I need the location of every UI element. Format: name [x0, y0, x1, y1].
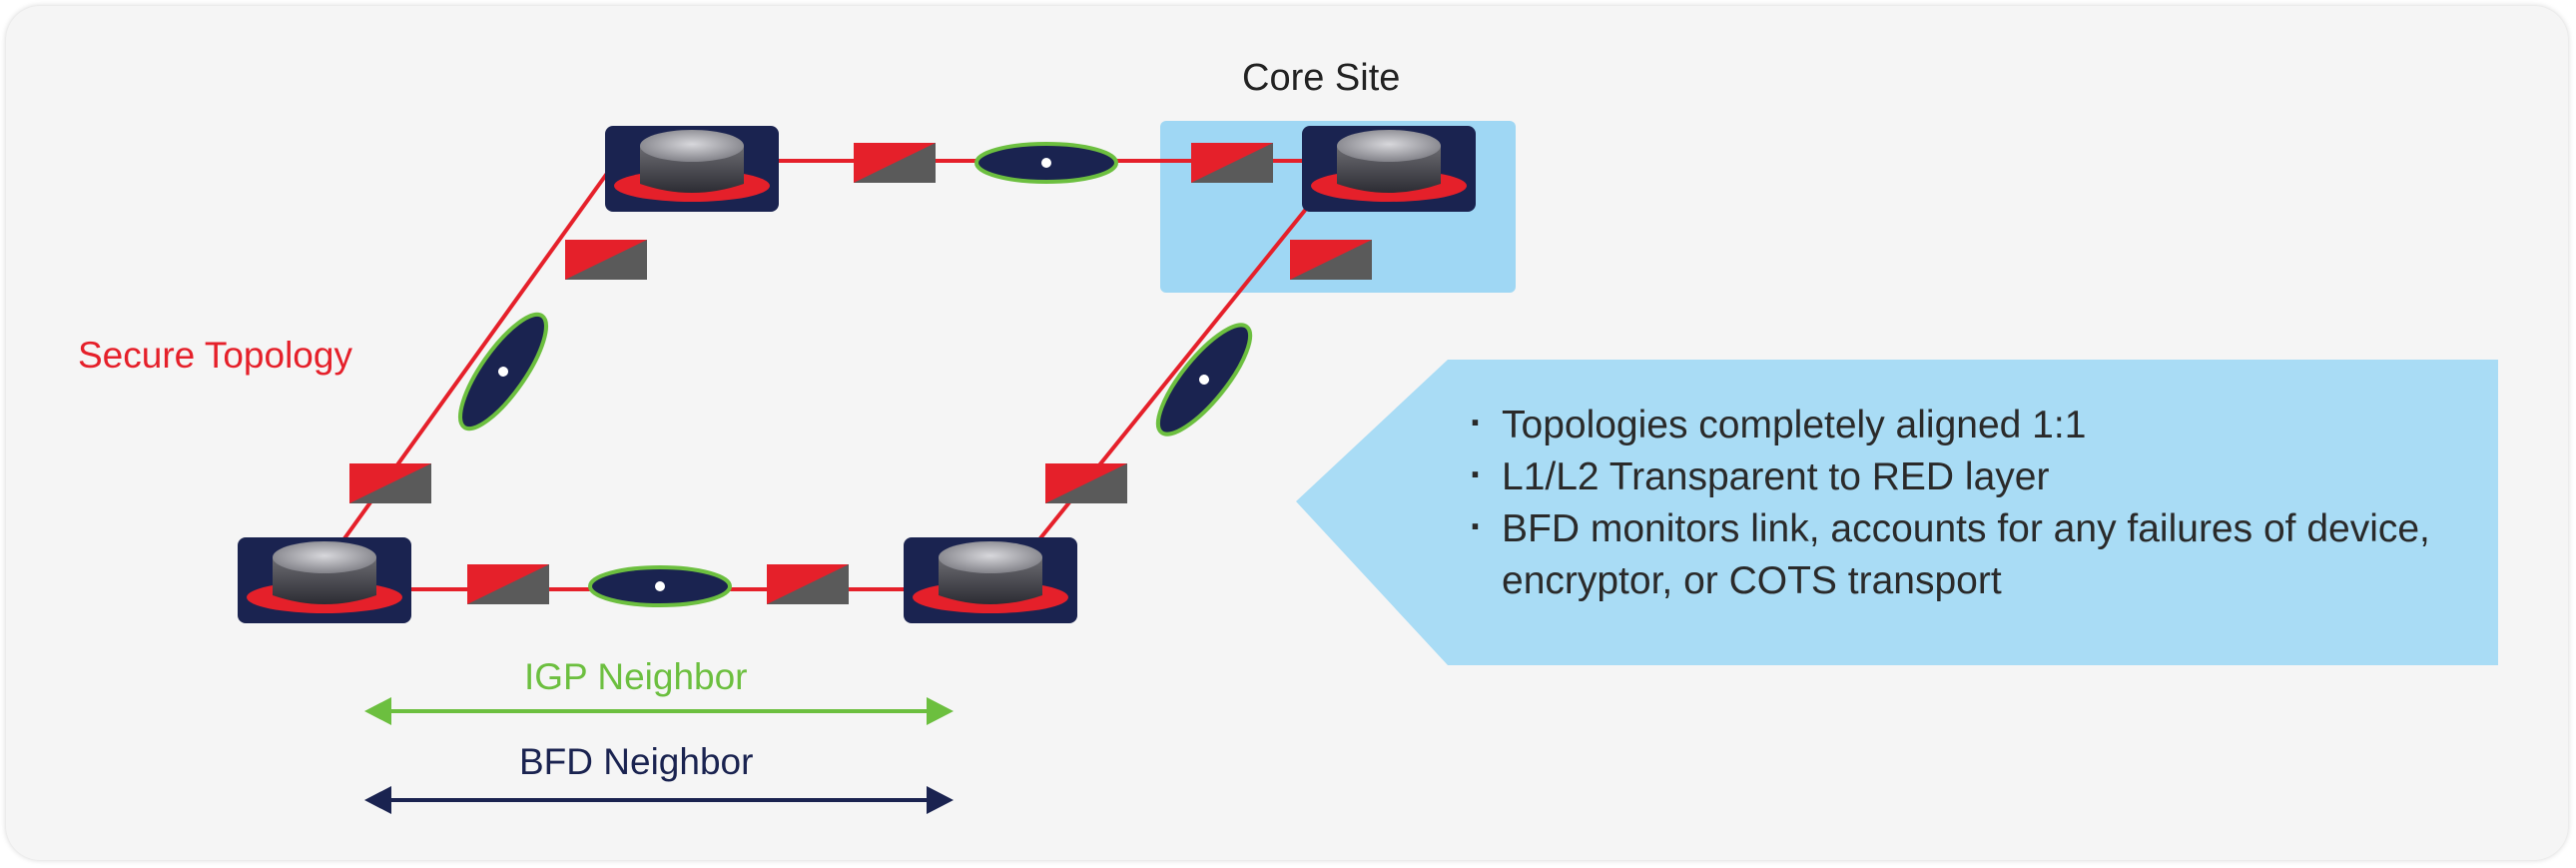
transport-link-icon	[588, 565, 732, 607]
callout-list: Topologies completely aligned 1:1 L1/L2 …	[1468, 398, 2506, 607]
router-icon	[605, 126, 779, 212]
transport-link-icon	[974, 142, 1118, 184]
router-icon	[904, 537, 1077, 623]
transport-link-icon	[1155, 323, 1253, 436]
encryptor-icon	[1191, 143, 1273, 183]
encryptor-icon	[1290, 240, 1372, 280]
encryptor-icon	[767, 564, 849, 604]
encryptor-icon	[565, 240, 647, 280]
transport-link-icon	[458, 312, 548, 432]
core-site-label: Core Site	[1242, 57, 1400, 99]
encryptor-icon	[854, 143, 936, 183]
encryptor-icon	[467, 564, 549, 604]
router-icon	[1302, 126, 1476, 212]
encryptor-icon	[1045, 463, 1127, 503]
callout-item: BFD monitors link, accounts for any fail…	[1468, 501, 2506, 607]
igp-neighbor-arrow	[364, 697, 954, 725]
secure-topology-label: Secure Topology	[78, 335, 352, 376]
bfd-neighbor-label: BFD Neighbor	[519, 741, 753, 782]
callout-item: L1/L2 Transparent to RED layer	[1468, 449, 2506, 503]
callout-item: Topologies completely aligned 1:1	[1468, 398, 2506, 451]
encryptor-icon	[349, 463, 431, 503]
router-icon	[238, 537, 411, 623]
igp-neighbor-label: IGP Neighbor	[524, 656, 748, 697]
bfd-neighbor-arrow	[364, 786, 954, 814]
